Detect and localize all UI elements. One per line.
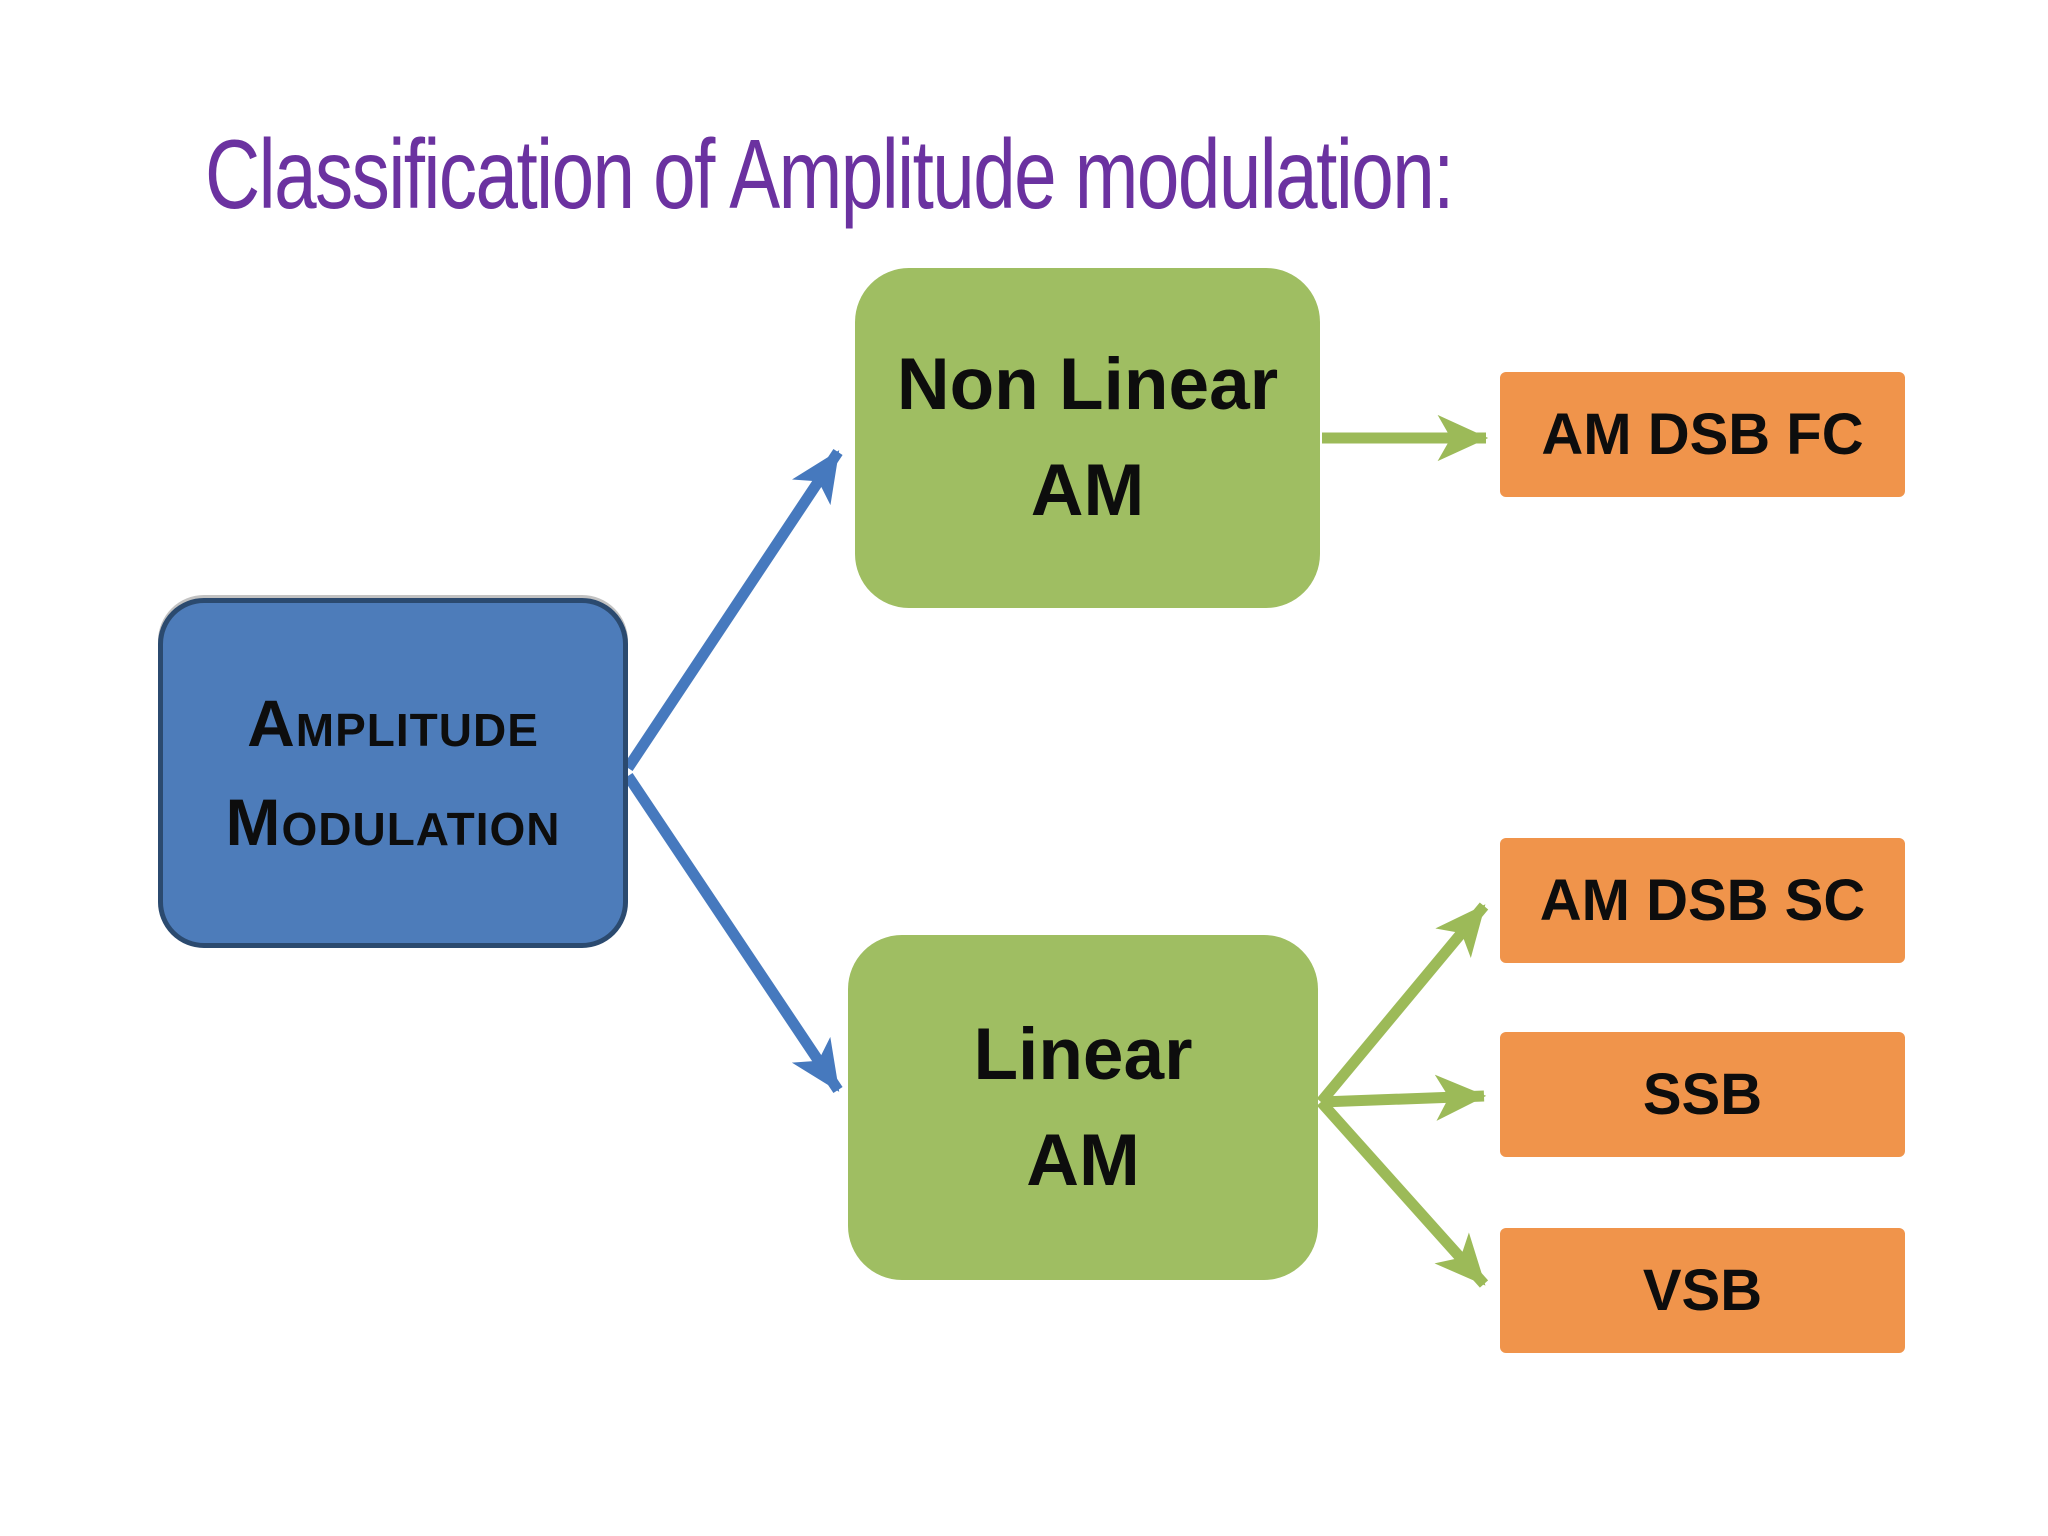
node-label-line: Modulation xyxy=(225,785,561,859)
node-label-line: AM DSB SC xyxy=(1539,868,1866,933)
arrow-linear-to-vsb xyxy=(1316,1098,1489,1288)
node-label-line: Linear xyxy=(973,1013,1193,1095)
page-title: Classification of Amplitude modulation: xyxy=(205,119,1454,229)
arrow-root-to-linear xyxy=(623,772,843,1094)
node-label-line: AM xyxy=(1026,1119,1140,1201)
node-am-dsb-sc: AM DSB SC xyxy=(1500,838,1905,963)
node-label-line: VSB xyxy=(1642,1258,1763,1323)
arrow-root-to-nonlinear xyxy=(623,448,843,772)
node-label-line: AM xyxy=(1030,450,1145,531)
node-am-dsb-fc: AM DSB FC xyxy=(1500,372,1905,497)
arrow-linear-to-ssb xyxy=(1320,1074,1487,1121)
node-label-line: Non Linear xyxy=(896,344,1279,426)
node-label-line: Amplitude xyxy=(247,686,539,760)
node-ssb: SSB xyxy=(1500,1032,1905,1157)
node-vsb: VSB xyxy=(1500,1228,1905,1353)
node-non-linear-am: Non Linear AM xyxy=(855,268,1320,608)
node-amplitude-modulation: Amplitude Modulation xyxy=(158,598,628,948)
node-label-line: SSB xyxy=(1642,1062,1763,1127)
node-label-line: AM DSB FC xyxy=(1541,402,1864,467)
node-linear-am: Linear AM xyxy=(848,935,1318,1280)
arrow-linear-to-am-dsb-sc xyxy=(1316,902,1489,1106)
